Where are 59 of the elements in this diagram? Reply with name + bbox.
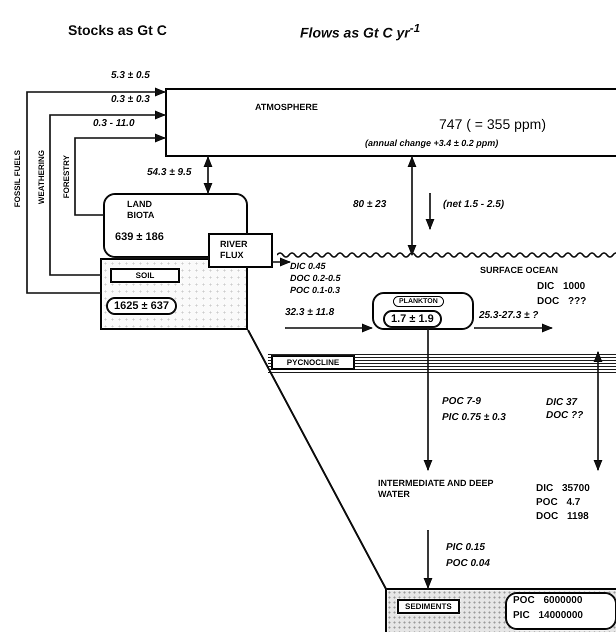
arrow bbox=[408, 156, 416, 256]
stock-value: 1.7 ± 1.9 bbox=[383, 310, 442, 328]
stock-value: DOC ??? bbox=[537, 296, 586, 308]
edge-label: 32.3 ± 11.8 bbox=[284, 307, 336, 318]
arrow bbox=[49, 110, 166, 276]
reservoir-box bbox=[372, 292, 474, 330]
arrow bbox=[424, 530, 432, 590]
flux-value: DOC ?? bbox=[546, 410, 584, 421]
flux-value: POC 7-9 bbox=[442, 396, 481, 407]
layer-label: PYCNOCLINE bbox=[271, 355, 355, 370]
flux-value: POC 0.1-0.3 bbox=[290, 285, 340, 297]
reservoir-label: ATMOSPHERE bbox=[255, 102, 318, 114]
arrow bbox=[74, 134, 166, 216]
flux-value: PIC 0.15 bbox=[446, 542, 485, 553]
heading: Flows as Gt C yr$^{-1}$ bbox=[300, 22, 420, 41]
reservoir-box bbox=[165, 88, 616, 157]
flux-value: POC 0.04 bbox=[446, 558, 490, 569]
arrow bbox=[424, 330, 432, 472]
arrow bbox=[273, 258, 292, 266]
edge-label: 54.3 ± 9.5 bbox=[146, 167, 192, 178]
stock-value: DIC 35700 bbox=[536, 483, 590, 495]
edge-label: 80 ± 23 bbox=[352, 199, 388, 210]
arrow bbox=[285, 324, 374, 332]
edge-label: 0.3 - 11.0 bbox=[92, 118, 136, 129]
stock-value: PIC 14000000 bbox=[513, 610, 583, 622]
reservoir-label: LAND BIOTA bbox=[127, 199, 156, 222]
edge-label: 5.3 ± 0.5 bbox=[110, 70, 151, 81]
arrow bbox=[594, 350, 602, 472]
heading: Stocks as Gt C bbox=[68, 22, 167, 38]
flux-name: WEATHERING bbox=[37, 150, 46, 204]
sediment-layer bbox=[385, 588, 616, 632]
process-label: RIVER FLUX bbox=[220, 239, 249, 262]
reservoir-box bbox=[103, 193, 248, 258]
net-flux-note: (net 1.5 - 2.5) bbox=[443, 199, 504, 210]
reservoir-label: SEDIMENTS bbox=[397, 599, 460, 614]
stock-value: POC 6000000 bbox=[513, 595, 582, 607]
stock-value: POC 4.7 bbox=[536, 497, 580, 509]
flux-value: PIC 0.75 ± 0.3 bbox=[442, 412, 506, 423]
process-box bbox=[208, 233, 273, 268]
flux-name: FOSSIL FUELS bbox=[13, 150, 22, 208]
arrow bbox=[204, 156, 212, 194]
reservoir-label: SURFACE OCEAN bbox=[480, 265, 558, 276]
reservoir-label: SOIL bbox=[110, 268, 180, 283]
stock-value: 639 ± 186 bbox=[115, 231, 164, 244]
stock-value: DIC 1000 bbox=[537, 281, 586, 293]
flux-value: DOC 0.2-0.5 bbox=[290, 273, 341, 285]
annual-change-note: (annual change +3.4 ± 0.2 ppm) bbox=[365, 138, 498, 150]
soil-box bbox=[100, 258, 248, 330]
flux-value: DIC 37 bbox=[546, 397, 578, 408]
edge-label: 25.3-27.3 ± ? bbox=[478, 310, 540, 321]
flux-value: DIC 0.45 bbox=[290, 261, 326, 273]
flux-name: FORESTRY bbox=[62, 155, 71, 198]
reservoir-label: INTERMEDIATE AND DEEP WATER bbox=[378, 478, 494, 500]
stock-value: DOC 1198 bbox=[536, 511, 589, 523]
edge-label: 0.3 ± 0.3 bbox=[110, 94, 151, 105]
arrow bbox=[474, 324, 554, 332]
stock-value: 747 ( = 355 ppm) bbox=[439, 117, 546, 132]
arrow bbox=[26, 88, 166, 294]
stock-value: 1625 ± 637 bbox=[106, 297, 177, 315]
